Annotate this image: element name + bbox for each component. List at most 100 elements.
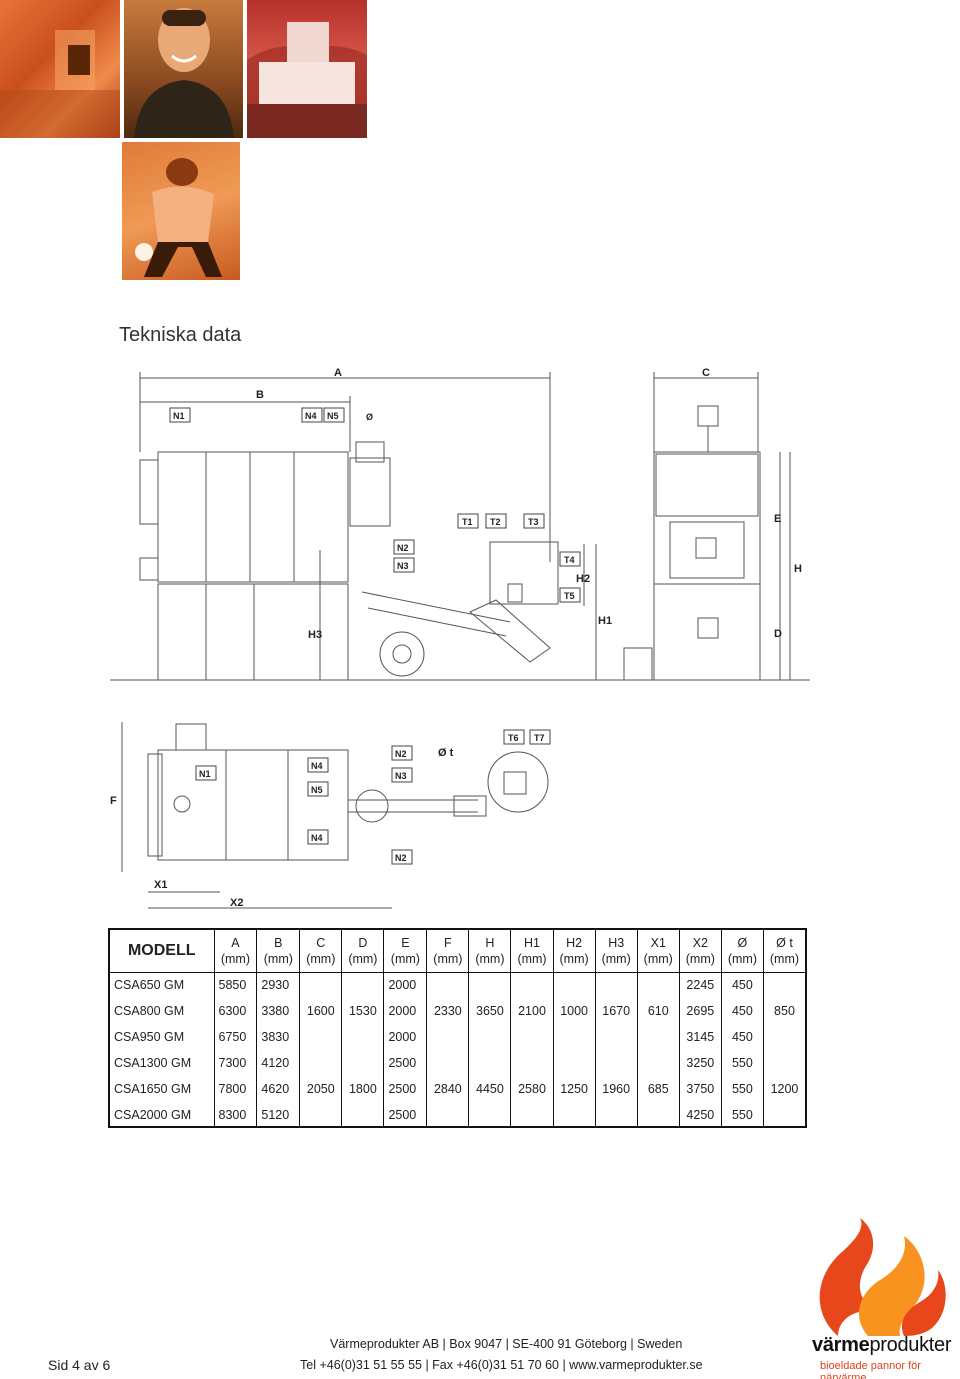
header-e: E(mm) bbox=[383, 930, 427, 973]
nozzle-label-n4-top: N4 bbox=[311, 761, 323, 771]
cell-f: 2840 bbox=[426, 1050, 469, 1128]
cell-x1: 685 bbox=[636, 1050, 680, 1128]
cell-h1: 2100 bbox=[510, 972, 554, 1050]
brand-name: värmeprodukter bbox=[812, 1334, 952, 1356]
header-a: A(mm) bbox=[213, 930, 257, 973]
nozzle-label-n5: N5 bbox=[327, 411, 339, 421]
cell-h2: 1250 bbox=[552, 1050, 596, 1128]
cell-h2: 1000 bbox=[552, 972, 596, 1050]
technical-drawing-side-view: A B C E H D H3 H1 H2 N1 N4 N5 Ø N2 N3 T1… bbox=[110, 367, 810, 681]
cell-c: 2050 bbox=[299, 1050, 342, 1128]
brand-tagline: bioeldade pannor för närvärme bbox=[820, 1360, 921, 1379]
photo-football bbox=[122, 142, 240, 280]
sensor-label-t7: T7 bbox=[534, 733, 545, 743]
cell-diameter: 550 bbox=[720, 1102, 764, 1128]
cell-b: 3830 bbox=[256, 1024, 300, 1050]
table-row: CSA1650 GM 7800 4620 2500 3750 550 bbox=[110, 1076, 805, 1102]
dim-label-f: F bbox=[110, 795, 117, 807]
cell-diameter: 550 bbox=[720, 1076, 764, 1102]
cell-e: 2000 bbox=[383, 972, 427, 998]
cell-e: 2000 bbox=[383, 1024, 427, 1050]
table-row: CSA800 GM 6300 3380 2000 2695 450 bbox=[110, 998, 805, 1024]
cell-diameter: 450 bbox=[720, 972, 764, 998]
cell-e: 2000 bbox=[383, 998, 427, 1024]
header-h1: H1(mm) bbox=[510, 930, 554, 973]
cell-x2: 3250 bbox=[678, 1050, 722, 1076]
cell-a: 7300 bbox=[213, 1050, 257, 1076]
cell-f: 2330 bbox=[426, 972, 469, 1050]
cell-x2: 3750 bbox=[678, 1076, 722, 1102]
cell-e: 2500 bbox=[383, 1102, 427, 1128]
cell-a: 5850 bbox=[213, 972, 257, 998]
cell-model: CSA650 GM bbox=[114, 978, 185, 993]
cell-a: 8300 bbox=[213, 1102, 257, 1128]
dim-label-a: A bbox=[334, 367, 342, 379]
cell-b: 2930 bbox=[256, 972, 300, 998]
dim-label-h: H bbox=[794, 563, 802, 575]
header-diameter: Ø(mm) bbox=[720, 930, 764, 973]
cell-model: CSA1300 GM bbox=[114, 1056, 192, 1070]
dim-label-c: C bbox=[702, 367, 710, 379]
header-b: B(mm) bbox=[256, 930, 300, 973]
cell-x2: 3145 bbox=[678, 1024, 722, 1050]
dim-label-h1: H1 bbox=[598, 615, 612, 627]
sensor-label-t4: T4 bbox=[564, 555, 575, 565]
photo-building bbox=[247, 0, 367, 138]
nozzle-label-n2-top: N2 bbox=[395, 749, 407, 759]
cell-model: CSA1650 GM bbox=[114, 1082, 192, 1096]
cell-a: 7800 bbox=[213, 1076, 257, 1102]
cell-h3: 1960 bbox=[594, 1050, 638, 1128]
technical-drawing-top-view: F X1 X2 Ø t N1 N4 N5 N4 N2 N3 N2 T6 T7 bbox=[110, 722, 551, 909]
nozzle-label-n2: N2 bbox=[397, 543, 409, 553]
dim-label-h3: H3 bbox=[308, 629, 322, 641]
cell-e: 2500 bbox=[383, 1076, 427, 1102]
nozzle-label-n2-lower: N2 bbox=[395, 853, 407, 863]
header-h2: H2(mm) bbox=[552, 930, 596, 973]
cell-diameter-t: 850 bbox=[762, 972, 805, 1050]
dim-label-e: E bbox=[774, 513, 781, 525]
footer-contact[interactable]: Tel +46(0)31 51 55 55 | Fax +46(0)31 51 … bbox=[300, 1358, 703, 1372]
header-h: H(mm) bbox=[468, 930, 511, 973]
header-h3: H3(mm) bbox=[594, 930, 638, 973]
dim-label-b: B bbox=[256, 389, 264, 401]
cell-d: 1800 bbox=[341, 1050, 384, 1128]
cell-b: 5120 bbox=[256, 1102, 300, 1128]
nozzle-label-n1: N1 bbox=[173, 411, 185, 421]
cell-e: 2500 bbox=[383, 1050, 427, 1076]
cell-b: 3380 bbox=[256, 998, 300, 1024]
table-row: CSA1300 GM 7300 4120 2050 1800 2500 2840… bbox=[110, 1050, 805, 1128]
cell-model: CSA800 GM bbox=[114, 1004, 185, 1018]
diameter-label: Ø bbox=[366, 412, 373, 422]
nozzle-label-n5-top: N5 bbox=[311, 785, 323, 795]
photo-worker bbox=[124, 0, 243, 138]
dim-label-h2: H2 bbox=[576, 573, 590, 585]
cell-a: 6750 bbox=[213, 1024, 257, 1050]
nozzle-label-n3-top: N3 bbox=[395, 771, 407, 781]
diameter-t-label: Ø t bbox=[438, 747, 454, 759]
cell-h1: 2580 bbox=[510, 1050, 554, 1128]
table-row: CSA950 GM 6750 3830 2000 3145 450 bbox=[110, 1024, 805, 1050]
cell-h: 4450 bbox=[468, 1050, 511, 1128]
header-x1: X1(mm) bbox=[636, 930, 680, 973]
cell-x2: 4250 bbox=[678, 1102, 722, 1128]
cell-diameter: 550 bbox=[720, 1050, 764, 1076]
table-header-row: MODELL A(mm) B(mm) C(mm) D(mm) E(mm) F(m… bbox=[110, 930, 805, 973]
cell-diameter-t: 1200 bbox=[762, 1050, 805, 1128]
cell-h: 3650 bbox=[468, 972, 511, 1050]
header-f: F(mm) bbox=[426, 930, 469, 973]
header-diameter-t: Ø t(mm) bbox=[762, 930, 805, 973]
flame-logo-icon bbox=[819, 1218, 946, 1336]
cell-b: 4620 bbox=[256, 1076, 300, 1102]
cell-x2: 2695 bbox=[678, 998, 722, 1024]
cell-d: 1530 bbox=[341, 972, 384, 1050]
header-d: D(mm) bbox=[341, 930, 384, 973]
cell-h3: 1670 bbox=[594, 972, 638, 1050]
cell-a: 6300 bbox=[213, 998, 257, 1024]
page-number: Sid 4 av 6 bbox=[48, 1357, 111, 1373]
table-row: CSA2000 GM 8300 5120 2500 4250 550 bbox=[110, 1102, 805, 1128]
header-x2: X2(mm) bbox=[678, 930, 722, 973]
dim-label-x1: X1 bbox=[154, 879, 167, 891]
cell-b: 4120 bbox=[256, 1050, 300, 1076]
technical-data-table: MODELL A(mm) B(mm) C(mm) D(mm) E(mm) F(m… bbox=[108, 928, 807, 1128]
nozzle-label-n4: N4 bbox=[305, 411, 317, 421]
